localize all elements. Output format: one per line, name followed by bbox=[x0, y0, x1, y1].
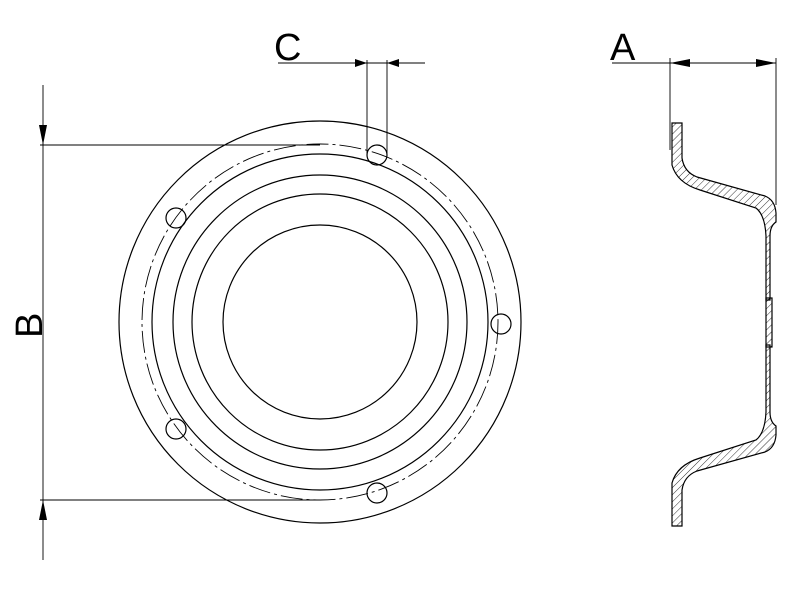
b-arrow-bottom bbox=[39, 500, 47, 520]
label-a: A bbox=[610, 27, 636, 69]
hub-outer-circle bbox=[172, 174, 468, 470]
section-profile-upper bbox=[671, 122, 777, 301]
section-profile-lower bbox=[671, 344, 777, 527]
bolt-hole-right bbox=[490, 313, 512, 335]
bolt-hole-bottom bbox=[366, 482, 388, 504]
outer-rim-circle bbox=[118, 120, 522, 524]
dimension-c: C bbox=[274, 27, 425, 155]
inner-rim-circle bbox=[151, 153, 489, 491]
label-c: C bbox=[274, 27, 301, 69]
side-section-view: A bbox=[610, 27, 777, 527]
label-b: B bbox=[9, 313, 51, 338]
hub-step-circle bbox=[191, 193, 449, 451]
bore-circle bbox=[222, 224, 418, 420]
bolt-hole-top bbox=[366, 144, 388, 166]
section-web bbox=[765, 297, 773, 348]
a-arrow-right bbox=[756, 59, 776, 67]
dimension-b: B bbox=[9, 85, 320, 560]
bolt-hole-upper-left bbox=[165, 207, 187, 229]
c-arrow-left bbox=[355, 59, 367, 67]
a-arrow-left bbox=[670, 59, 690, 67]
bolt-hole-lower-left bbox=[165, 418, 187, 440]
front-view bbox=[118, 120, 522, 524]
c-arrow-right bbox=[387, 59, 399, 67]
bolt-circle-centerline bbox=[141, 143, 499, 501]
b-arrow-top bbox=[39, 125, 47, 145]
